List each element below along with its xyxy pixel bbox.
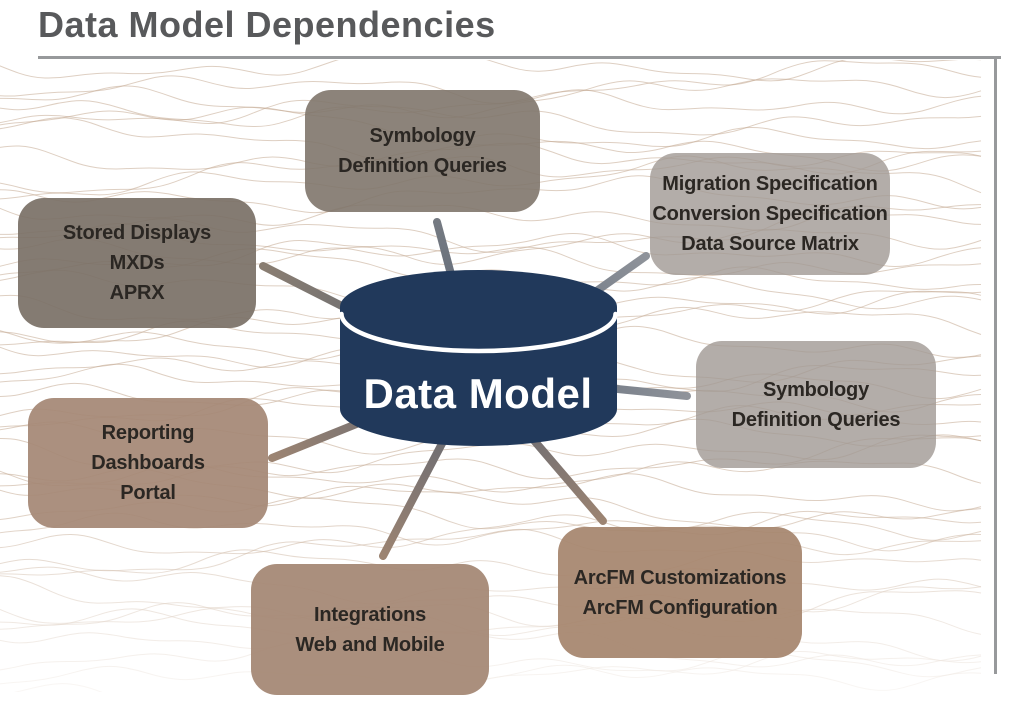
page-title: Data Model Dependencies	[38, 4, 496, 45]
title-underline-rule	[38, 56, 1001, 59]
right-border-rule	[994, 56, 997, 674]
cylinder-label: Data Model	[363, 370, 592, 417]
database-cylinder-icon: Data Model	[339, 270, 618, 446]
